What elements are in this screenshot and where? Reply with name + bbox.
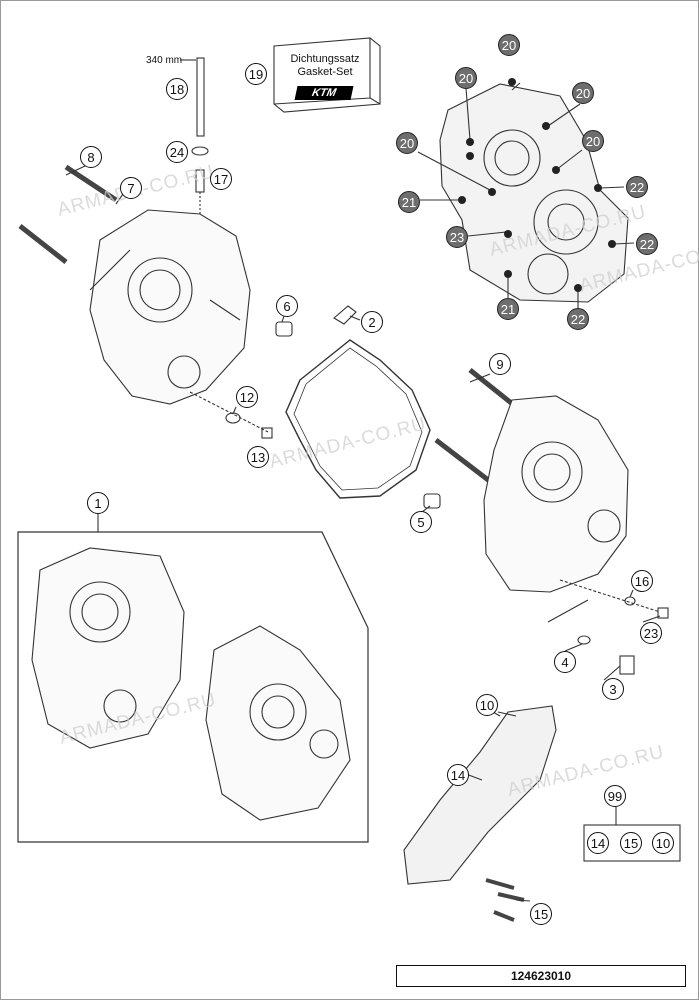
callout-21-a: 21 [398, 191, 420, 213]
gasket-set-label: Dichtungssatz Gasket-Set [278, 53, 372, 79]
callout-9: 9 [489, 353, 511, 375]
ktm-logo: KTM [294, 86, 354, 100]
gasket-set-line2: Gasket-Set [297, 66, 353, 78]
callout-22-c: 22 [567, 308, 589, 330]
callout-22-a: 22 [626, 176, 648, 198]
callout-6: 6 [276, 295, 298, 317]
dimension-label: 340 mm [146, 55, 183, 66]
callout-20-a: 20 [498, 34, 520, 56]
callout-22-b: 22 [636, 233, 658, 255]
gasket-set-line1: Dichtungssatz [290, 53, 360, 65]
callout-21-b: 21 [497, 298, 519, 320]
callout-14: 14 [447, 764, 469, 786]
callout-1: 1 [87, 492, 109, 514]
callout-23: 23 [640, 622, 662, 644]
callout-7: 7 [120, 177, 142, 199]
callout-8: 8 [80, 146, 102, 168]
callout-24: 24 [166, 141, 188, 163]
callout-15: 15 [530, 903, 552, 925]
drawing-number: 124623010 [396, 965, 686, 987]
callout-2: 2 [361, 311, 383, 333]
callout-20-b: 20 [455, 67, 477, 89]
callout-kit-14: 14 [587, 832, 609, 854]
callout-kit-10: 10 [652, 832, 674, 854]
callout-16: 16 [631, 570, 653, 592]
callout-12: 12 [236, 386, 258, 408]
callout-20-d: 20 [396, 132, 418, 154]
callout-4: 4 [554, 651, 576, 673]
callout-5: 5 [410, 511, 432, 533]
callout-19: 19 [245, 63, 267, 85]
callout-18: 18 [166, 78, 188, 100]
callout-3: 3 [602, 678, 624, 700]
callout-13: 13 [247, 446, 269, 468]
callout-17: 17 [210, 168, 232, 190]
callout-20-e: 20 [582, 130, 604, 152]
callout-10: 10 [476, 694, 498, 716]
callout-20-c: 20 [572, 82, 594, 104]
callout-kit-15: 15 [620, 832, 642, 854]
callout-99: 99 [604, 785, 626, 807]
callout-23-a: 23 [446, 226, 468, 248]
